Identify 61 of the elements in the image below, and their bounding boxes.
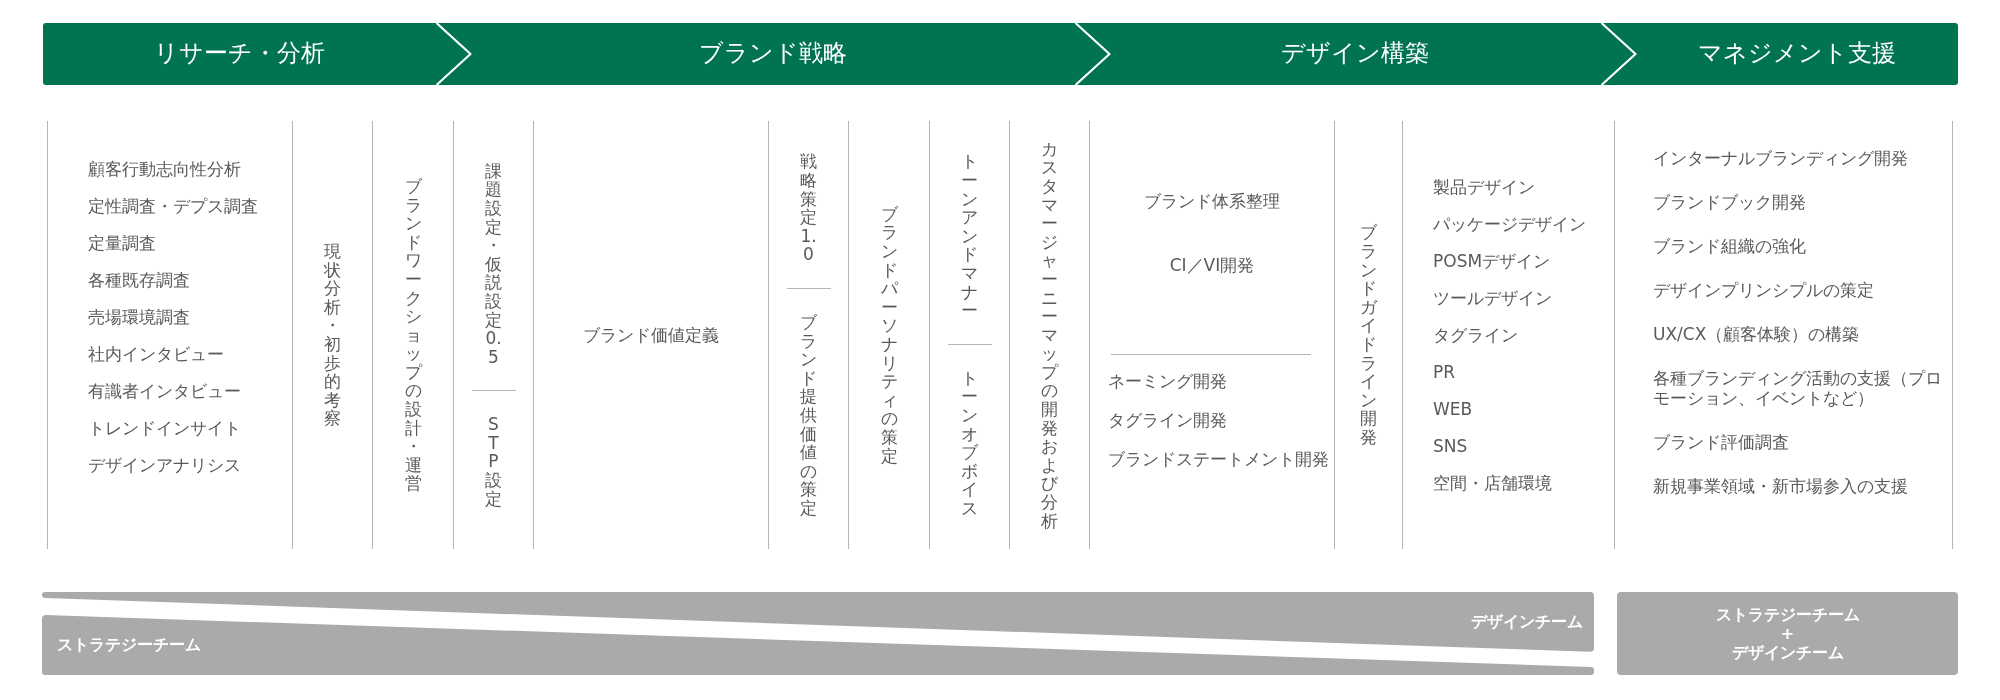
team-label: デザインチーム <box>1471 612 1583 632</box>
team-label: デザインチーム <box>1731 643 1844 663</box>
service-item: 現状分析・初歩的考察 <box>324 242 341 428</box>
service-item: POSMデザイン <box>1433 250 1551 272</box>
service-item: 製品デザイン <box>1433 177 1535 198</box>
service-item: PR <box>1433 361 1456 383</box>
team-box <box>1617 592 1958 675</box>
service-item: 各種ブランディング活動の支援（プロモーション、イベントなど） <box>1653 367 1943 409</box>
service-item: ブランド価値定義 <box>583 324 719 346</box>
service-item: ブランド提供価値の策定 <box>800 313 817 518</box>
service-item: 売場環境調査 <box>88 306 190 328</box>
service-item: 定性調査・デプス調査 <box>88 196 258 217</box>
service-item: 顧客行動志向性分析 <box>88 159 241 180</box>
service-item: ブランドパーソナリティの策定 <box>880 204 898 466</box>
service-item: トーンオブボイス <box>961 368 978 518</box>
phase-title: リサーチ・分析 <box>154 40 325 68</box>
service-item: デザインアナリシス <box>88 454 241 476</box>
service-item: トーンアンドマナー <box>961 152 978 320</box>
service-item: トレンドインサイト <box>88 417 241 439</box>
service-item: ブランドステートメント開発 <box>1108 448 1329 470</box>
service-item: デザインプリンシプルの策定 <box>1653 279 1874 301</box>
service-item: WEB <box>1433 398 1473 420</box>
phase-header <box>43 23 436 85</box>
plus-sign: + <box>1780 623 1795 644</box>
team-band <box>42 592 1594 652</box>
service-item: 課題設定・仮説設定0.5 <box>485 161 502 367</box>
service-item: ネーミング開発 <box>1108 370 1227 392</box>
service-item: SNS <box>1433 435 1468 457</box>
service-item: 新規事業領域・新市場参入の支援 <box>1653 476 1908 497</box>
service-item: ブランド評価調査 <box>1653 432 1789 453</box>
team-label: ストラテジーチーム <box>1715 604 1860 624</box>
service-item: タグライン開発 <box>1108 409 1227 431</box>
service-item: ブランドブック開発 <box>1653 192 1806 213</box>
service-column <box>1614 121 1953 549</box>
service-item: カスタマージャーニーマップの開発および分析 <box>1041 139 1058 531</box>
phase-title: マネジメント支援 <box>1697 40 1896 68</box>
service-item: STP設定 <box>485 415 502 509</box>
service-item: タグライン <box>1433 324 1518 346</box>
service-item: CI／VI開発 <box>1169 255 1255 276</box>
service-item: パッケージデザイン <box>1433 214 1586 235</box>
service-item: UX/CX（顧客体験）の構築 <box>1653 323 1860 345</box>
chevron-arrow <box>1600 21 1637 87</box>
phase-title: ブランド戦略 <box>698 40 847 68</box>
service-item: ブランドガイドライン開発 <box>1360 223 1377 447</box>
service-item: ブランド組織の強化 <box>1653 235 1806 257</box>
service-item: 各種既存調査 <box>88 269 190 291</box>
service-item: 戦略策定1.0 <box>800 152 817 264</box>
phase-title: デザイン構築 <box>1281 40 1429 68</box>
service-item: 定量調査 <box>88 232 156 254</box>
phase-header <box>1635 23 1958 85</box>
service-item: 有識者インタビュー <box>88 380 241 402</box>
chevron-arrow <box>435 21 472 87</box>
chevron-arrow <box>1074 21 1111 87</box>
service-item: ブランド体系整理 <box>1144 191 1280 212</box>
service-item: インターナルブランディング開発 <box>1653 148 1908 169</box>
service-item: ブランドワークショップの設計・運営 <box>404 176 422 494</box>
team-band <box>42 615 1594 675</box>
service-item: 空間・店舗環境 <box>1433 472 1552 494</box>
service-item: 社内インタビュー <box>88 343 224 365</box>
team-label: ストラテジーチーム <box>57 635 201 655</box>
service-item: ツールデザイン <box>1433 287 1552 309</box>
